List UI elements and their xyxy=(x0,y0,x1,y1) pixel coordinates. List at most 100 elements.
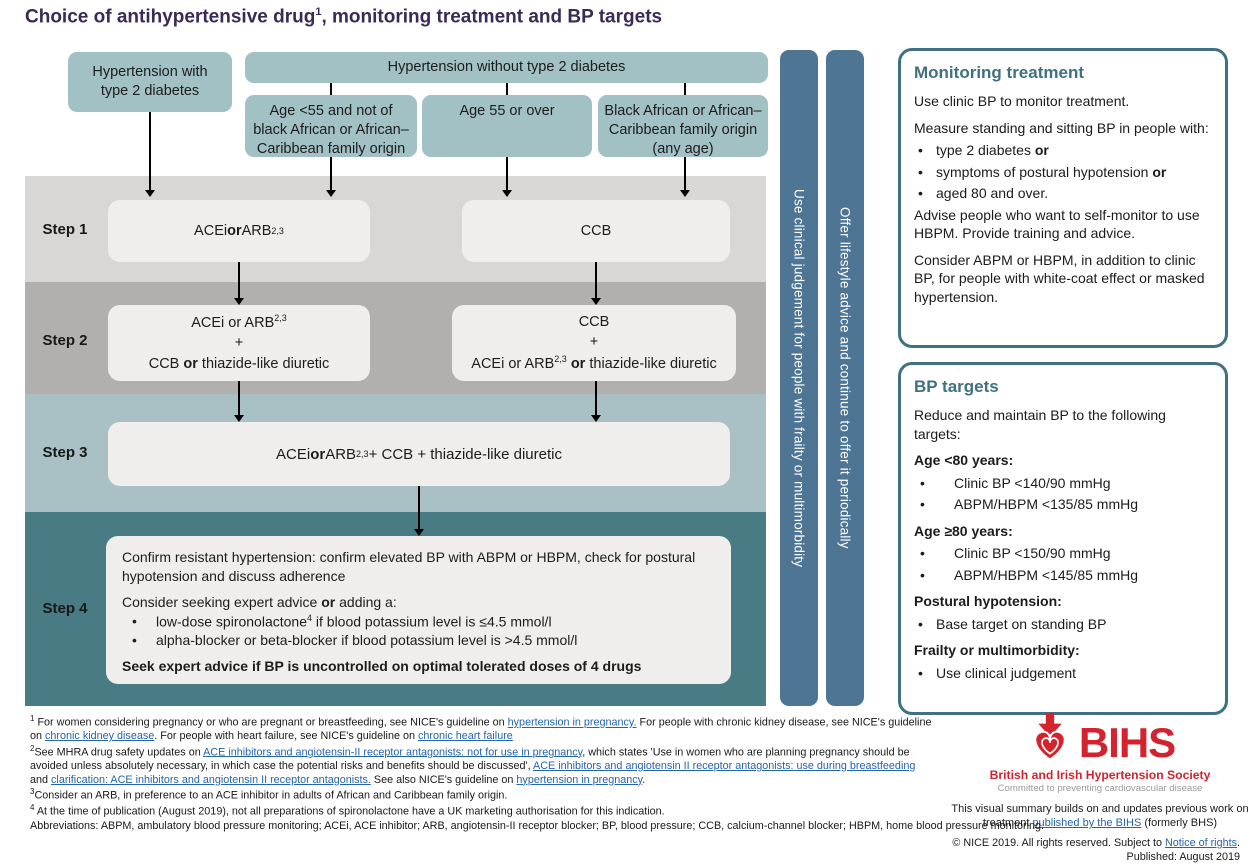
arrow-55over-to-step1 xyxy=(501,157,512,197)
bullet-text: Use clinical judgement xyxy=(936,664,1077,681)
bp-bullet: • ABPM/HBPM <145/85 mmHg xyxy=(914,566,1212,584)
bp-targets-panel-title: BP targets xyxy=(914,377,999,396)
link[interactable]: ACE inhibitors and angiotensin-II recept… xyxy=(203,746,583,759)
step2-right-box: CCB + ACEi or ARB2,3 or thiazide-like di… xyxy=(452,305,736,381)
bullet-text: ABPM/HBPM <145/85 mmHg xyxy=(954,566,1139,583)
arrow-step2-to-step3-left xyxy=(233,381,244,422)
step4-confirm-text: Confirm resistant hypertension: confirm … xyxy=(122,549,696,584)
bullet-text: Base target on standing BP xyxy=(936,615,1107,632)
bp-bullet: • Clinic BP <150/90 mmHg xyxy=(914,544,1212,562)
arrow-under55-to-step1 xyxy=(325,157,336,197)
monitoring-treatment-panel: Monitoring treatment Use clinic BP to mo… xyxy=(898,48,1228,348)
bullet-text: type 2 diabetes or xyxy=(936,142,1049,159)
bullet-text: alpha-blocker or beta-blocker if blood p… xyxy=(156,632,578,649)
bihs-logo: BIHS xyxy=(1025,712,1176,767)
bihs-wordmark: BIHS xyxy=(1078,719,1176,767)
copyright-line: © NICE 2019. All rights reserved. Subjec… xyxy=(952,837,1240,849)
bp-group-under80-heading: Age <80 years: xyxy=(914,452,1014,469)
box-hypertension-without-diabetes: Hypertension without type 2 diabetes xyxy=(245,52,768,83)
page-title: Choice of antihypertensive drug1, monito… xyxy=(25,6,662,28)
monitoring-bullet-postural: • symptoms of postural hypotension or xyxy=(914,163,1212,181)
credit-text: This visual summary builds on and update… xyxy=(951,803,1249,830)
link[interactable]: chronic kidney disease xyxy=(45,730,155,743)
step4-box: Confirm resistant hypertension: confirm … xyxy=(106,536,731,684)
monitoring-p3: Advise people who want to self-monitor t… xyxy=(914,206,1200,242)
bullet-icon: • xyxy=(920,545,925,562)
step4-seek-advice-text: Seek expert advice if BP is uncontrolled… xyxy=(122,658,642,675)
step4-consider-text: Consider seeking expert advice or adding… xyxy=(122,593,397,610)
step2-right-line1: CCB xyxy=(578,314,610,331)
bullet-icon: • xyxy=(920,496,925,513)
link[interactable]: chronic heart failure xyxy=(417,730,513,743)
footnote-2: 2See MHRA drug safety updates on ACE inh… xyxy=(30,743,916,786)
footnote-3: 3Consider an ARB, in preference to an AC… xyxy=(30,787,508,802)
published-date: Published: August 2019 xyxy=(1126,851,1240,864)
bp-group-frailty-heading: Frailty or multimorbidity: xyxy=(914,642,1080,659)
bp-group-over80-heading: Age ≥80 years: xyxy=(914,522,1013,539)
title-text: Choice of antihypertensive drug xyxy=(25,6,316,28)
monitoring-bullet-diabetes: • type 2 diabetes or xyxy=(914,141,1212,159)
bihs-heart-arrow-icon xyxy=(1034,712,1066,761)
footnote-4: 4 At the time of publication (August 201… xyxy=(30,803,665,818)
bp-bullet: •Clinic BP <140/90 mmHg xyxy=(914,474,1212,492)
bullet-icon: • xyxy=(920,566,925,583)
title-text-rest: , monitoring treatment and BP targets xyxy=(321,6,663,28)
bihs-tagline: Committed to preventing cardiovascular d… xyxy=(997,783,1203,794)
step2-right-line3: ACEi or ARB2,3 or thiazide-like diuretic xyxy=(471,353,717,372)
link[interactable]: hypertension in pregnancy xyxy=(516,773,643,786)
monitoring-panel-title: Monitoring treatment xyxy=(914,63,1084,82)
title-superscript: 1 xyxy=(315,6,322,18)
step2-left-line1: ACEi or ARB2,3 xyxy=(191,313,287,331)
footnotes: 1 For women considering pregnancy or who… xyxy=(30,714,936,820)
bp-bullet: • Base target on standing BP xyxy=(914,615,1212,633)
bp-bullet: • ABPM/HBPM <135/85 mmHg xyxy=(914,495,1212,513)
link[interactable]: ACE inhibitors and angiotensin II recept… xyxy=(533,759,916,772)
bullet-icon: • xyxy=(920,474,925,491)
bp-targets-p1: Reduce and maintain BP to the following … xyxy=(914,407,1166,442)
link[interactable]: hypertension in pregnancy. xyxy=(507,716,637,729)
bar-lifestyle-advice: Offer lifestyle advice and continue to o… xyxy=(826,50,864,706)
bullet-text: ABPM/HBPM <135/85 mmHg xyxy=(954,496,1139,513)
box-age-under-55: Age <55 and not of black African or Afri… xyxy=(245,95,417,157)
bp-targets-panel: BP targets Reduce and maintain BP to the… xyxy=(898,362,1228,715)
step3-label: Step 3 xyxy=(42,444,88,461)
box-hypertension-with-diabetes: Hypertension with type 2 diabetes xyxy=(68,52,232,112)
arrow-step1-to-step2-left xyxy=(233,262,244,305)
arrow-diabetes-to-step1 xyxy=(144,112,155,197)
footnote-1: 1 For women considering pregnancy or who… xyxy=(30,714,932,743)
bullet-icon: • xyxy=(918,163,923,180)
box-age-55-or-over: Age 55 or over xyxy=(422,95,592,157)
link[interactable]: published by the BIHS xyxy=(1032,817,1142,830)
bp-bullet: •Use clinical judgement xyxy=(914,664,1212,682)
bullet-icon: • xyxy=(918,142,923,159)
link[interactable]: clarification: ACE inhibitors and angiot… xyxy=(51,773,371,786)
bullet-text: symptoms of postural hypotension or xyxy=(936,163,1167,180)
bihs-society-name: British and Irish Hypertension Society xyxy=(989,768,1211,782)
bihs-logo-block: BIHS British and Irish Hypertension Soci… xyxy=(950,712,1250,831)
step2-left-box: ACEi or ARB2,3 + CCB or thiazide-like di… xyxy=(108,305,370,381)
connector-line xyxy=(506,83,508,95)
monitoring-p2: Measure standing and sitting BP in peopl… xyxy=(914,119,1209,136)
step4-bullet-alphabeta: • alpha-blocker or beta-blocker if blood … xyxy=(122,631,715,650)
arrow-step2-to-step3-right xyxy=(590,381,601,422)
step1-right-box: CCB xyxy=(462,200,730,262)
step1-label: Step 1 xyxy=(42,221,88,238)
bullet-icon: • xyxy=(918,185,923,202)
step2-label: Step 2 xyxy=(42,332,88,349)
arrow-blackafrican-to-step1 xyxy=(679,157,690,197)
connector-line xyxy=(684,83,686,95)
link[interactable]: Notice of rights xyxy=(1164,837,1237,849)
bullet-text: Clinic BP <150/90 mmHg xyxy=(954,545,1111,562)
bullet-icon: • xyxy=(918,615,923,632)
monitoring-bullet-aged80: •aged 80 and over. xyxy=(914,184,1212,202)
bar-clinical-judgement: Use clinical judgement for people with f… xyxy=(780,50,818,706)
box-black-african: Black African or African–Caribbean famil… xyxy=(598,95,768,157)
bp-group-postural-heading: Postural hypotension: xyxy=(914,593,1062,610)
bullet-icon: • xyxy=(132,632,137,649)
bullet-icon: • xyxy=(132,612,137,629)
step2-left-line3: CCB or thiazide-like diuretic xyxy=(148,355,330,372)
step2-left-line2: + xyxy=(234,335,244,352)
